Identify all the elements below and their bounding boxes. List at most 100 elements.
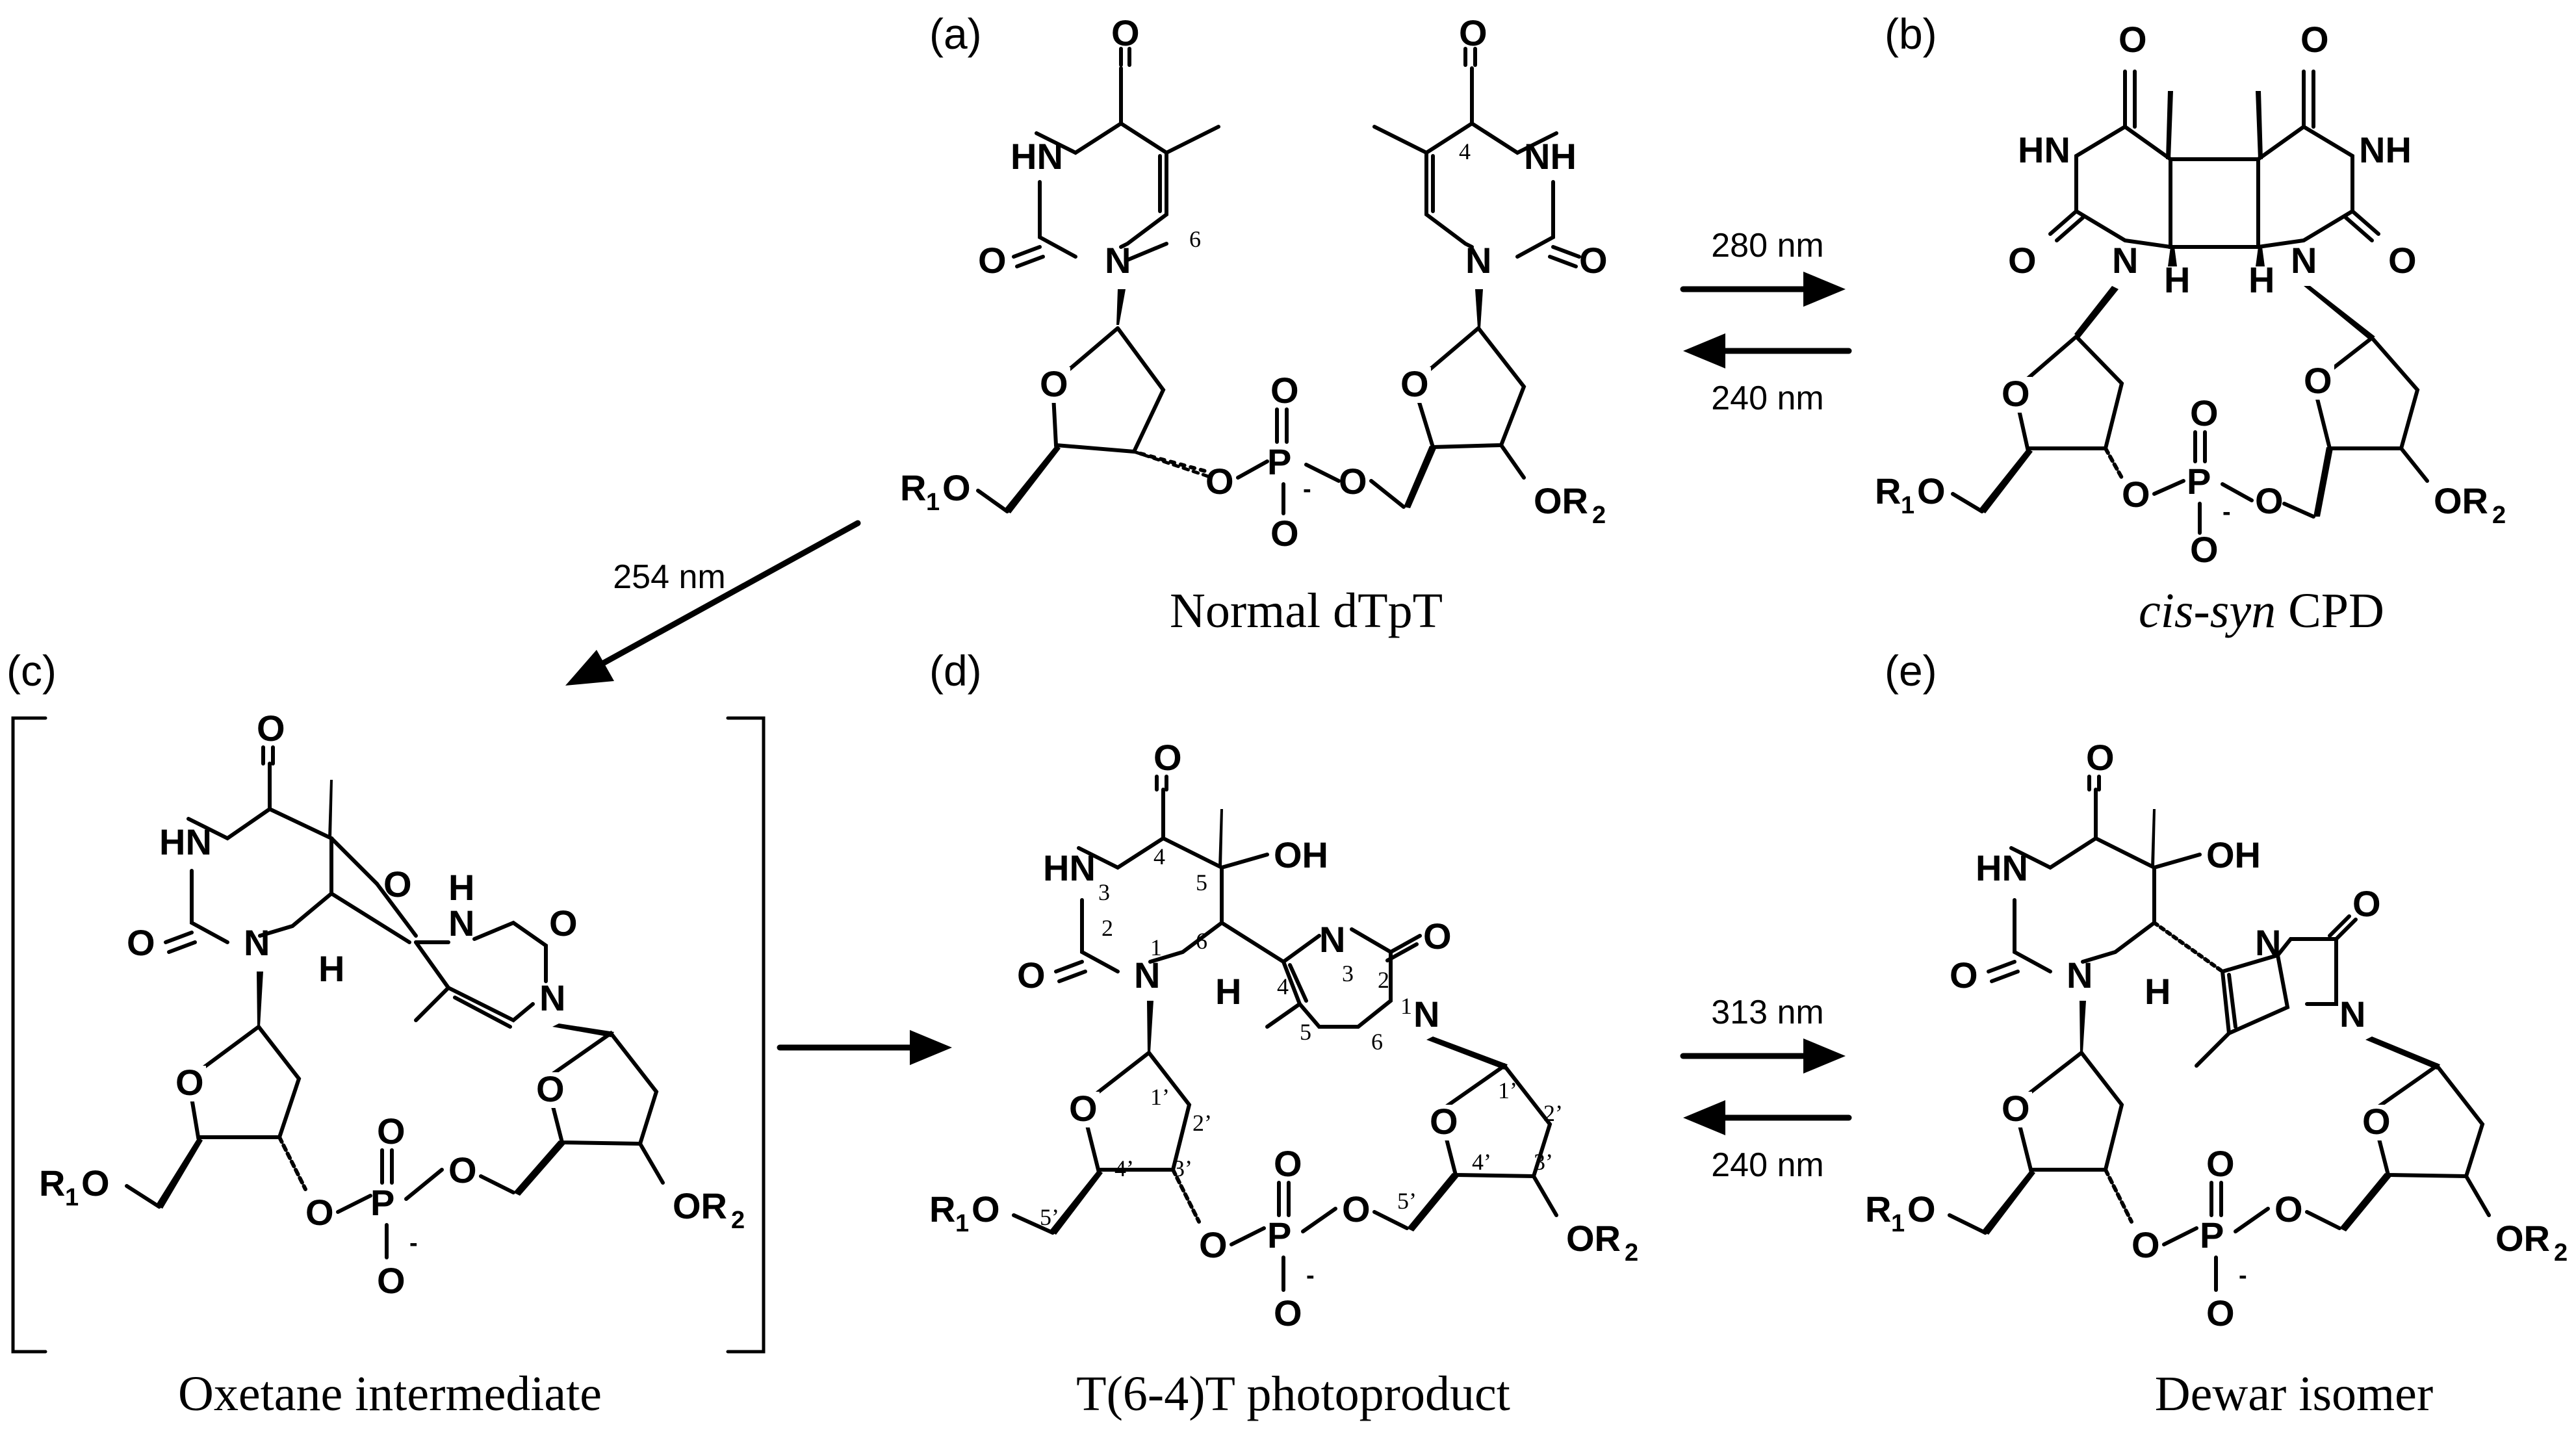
svg-text:O: O (2190, 529, 2219, 570)
svg-text:N: N (1413, 994, 1439, 1035)
svg-text:1: 1 (65, 1184, 79, 1211)
panel-c-label: (c) (6, 647, 57, 695)
svg-text:-: - (1303, 476, 1311, 503)
svg-text:O: O (2206, 1293, 2235, 1333)
svg-text:N: N (2339, 994, 2365, 1035)
structure-dewar: O OH HN O N H N O N O R 1 O O P O - O (1865, 737, 2568, 1333)
svg-text:P: P (370, 1182, 394, 1223)
panel-a-label: (a) (929, 10, 982, 58)
svg-text:O: O (2255, 480, 2284, 521)
svg-text:HN: HN (1976, 847, 2028, 888)
svg-text:2: 2 (731, 1207, 745, 1234)
svg-text:O: O (1270, 370, 1299, 411)
svg-text:O: O (1459, 12, 1488, 53)
svg-text:HN: HN (1043, 847, 1096, 888)
svg-text:O: O (2002, 373, 2030, 414)
svg-text:O: O (978, 240, 1007, 281)
svg-text:N: N (244, 922, 270, 963)
svg-text:O: O (1423, 916, 1452, 957)
svg-text:O: O (383, 864, 412, 905)
svg-text:O: O (1040, 363, 1068, 404)
caption-normal-dtpt: Normal dTpT (1170, 584, 1443, 638)
svg-text:O: O (2304, 360, 2332, 401)
svg-text:3’: 3’ (1534, 1149, 1553, 1175)
svg-text:O: O (2388, 240, 2417, 281)
svg-text:O: O (1274, 1293, 1302, 1333)
svg-text:P: P (2200, 1215, 2224, 1255)
svg-text:H: H (318, 948, 344, 989)
svg-text:O: O (1907, 1189, 1936, 1229)
svg-text:-: - (2239, 1262, 2247, 1289)
svg-text:1: 1 (1901, 492, 1914, 519)
svg-text:H: H (2164, 259, 2190, 300)
svg-text:O: O (1270, 513, 1299, 554)
svg-text:R: R (1875, 470, 1901, 511)
svg-text:P: P (1267, 441, 1291, 482)
svg-text:O: O (448, 1150, 477, 1191)
arrow-d-to-e (1680, 1038, 1846, 1074)
svg-text:O: O (81, 1163, 110, 1204)
svg-text:O: O (1274, 1143, 1302, 1184)
caption-dewar: Dewar isomer (2155, 1367, 2433, 1421)
svg-text:O: O (2274, 1189, 2303, 1229)
arrow-e-to-d (1683, 1100, 1852, 1135)
svg-text:N: N (1319, 919, 1345, 960)
svg-text:1: 1 (1400, 993, 1412, 1019)
svg-text:2’: 2’ (1192, 1110, 1212, 1136)
svg-text:4: 4 (1277, 973, 1289, 999)
left-bracket (11, 716, 47, 1354)
svg-text:O: O (1430, 1101, 1458, 1142)
svg-text:4: 4 (1459, 138, 1471, 164)
structure-t64t: O OH HN O N H 3 4 5 2 1 6 N O N 4 3 2 1 … (929, 737, 1638, 1333)
svg-text:3: 3 (1098, 879, 1110, 905)
svg-text:O: O (377, 1260, 406, 1301)
svg-text:O: O (1342, 1189, 1371, 1229)
svg-text:N: N (539, 977, 565, 1018)
svg-text:O: O (2132, 1224, 2160, 1265)
svg-text:5’: 5’ (1040, 1204, 1059, 1230)
svg-text:3: 3 (1342, 960, 1354, 986)
panel-d-label: (d) (929, 647, 982, 695)
svg-text:O: O (2086, 737, 2115, 778)
svg-text:6: 6 (1196, 928, 1207, 954)
svg-text:2: 2 (1625, 1239, 1638, 1267)
svg-text:N: N (1465, 240, 1491, 281)
svg-text:R: R (900, 467, 926, 508)
right-bracket (726, 716, 766, 1354)
svg-text:P: P (1267, 1215, 1291, 1255)
panel-b-label: (b) (1885, 10, 1937, 58)
svg-text:5: 5 (1196, 869, 1207, 895)
svg-text:O: O (377, 1111, 406, 1152)
label-313nm: 313 nm (1711, 994, 1823, 1031)
svg-text:5’: 5’ (1397, 1188, 1417, 1214)
svg-text:5: 5 (1300, 1019, 1311, 1045)
svg-text:O: O (1579, 240, 1608, 281)
svg-text:N: N (1134, 955, 1160, 996)
svg-text:O: O (1205, 461, 1234, 502)
svg-text:H: H (448, 867, 474, 908)
svg-text:-: - (1306, 1262, 1315, 1289)
svg-text:2: 2 (1378, 967, 1389, 993)
svg-text:NH: NH (2359, 129, 2412, 170)
svg-text:-: - (409, 1229, 418, 1257)
caption-cis-syn-cpd: cis-syn CPD (2139, 584, 2384, 638)
svg-text:4’: 4’ (1114, 1155, 1134, 1181)
svg-text:OR: OR (1534, 480, 1588, 521)
svg-text:R: R (39, 1163, 65, 1204)
svg-text:1: 1 (926, 489, 940, 516)
svg-text:HN: HN (159, 821, 212, 862)
svg-text:H: H (2145, 971, 2170, 1012)
svg-text:2: 2 (2492, 502, 2506, 529)
label-254nm: 254 nm (613, 558, 725, 596)
svg-text:OR: OR (2434, 480, 2488, 521)
svg-text:O: O (127, 922, 155, 963)
svg-text:2: 2 (2554, 1239, 2568, 1267)
svg-text:O: O (1339, 461, 1367, 502)
svg-text:6: 6 (1189, 226, 1201, 252)
caption-t64t: T(6-4)T photoproduct (1076, 1367, 1510, 1421)
svg-text:H: H (1215, 971, 1241, 1012)
svg-text:P: P (2187, 461, 2211, 502)
svg-text:6: 6 (1371, 1029, 1383, 1055)
structure-normal-dtpt: O HN O N 6 O NH O N 4 O R 1 O O P - (900, 12, 1608, 554)
